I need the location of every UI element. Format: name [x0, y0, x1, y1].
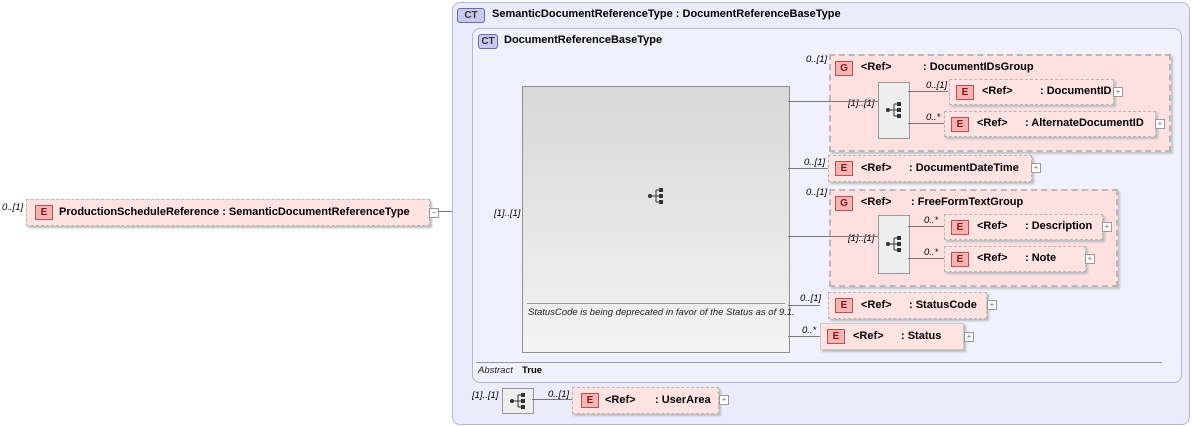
element-note[interactable]: E <Ref> : Note — [944, 246, 1086, 272]
element-badge: E — [951, 220, 969, 235]
group-ref: <Ref> — [861, 196, 892, 208]
element-occurrence: 0..[1] — [804, 157, 826, 168]
element-occurrence: 0..[1] — [926, 80, 948, 91]
group-badge: G — [835, 196, 853, 211]
element-name: : UserArea — [655, 394, 711, 406]
element-status-code[interactable]: E <Ref> : StatusCode — [828, 292, 987, 319]
element-occurrence: 0..* — [802, 325, 817, 336]
group-occurrence: 0..[1] — [806, 187, 828, 198]
element-name: : DocumentID — [1040, 85, 1112, 97]
expand-icon[interactable]: + — [1155, 119, 1165, 129]
expand-icon[interactable]: + — [719, 395, 729, 405]
element-name: : Note — [1025, 252, 1057, 264]
abstract-label: Abstract — [478, 365, 513, 376]
element-ref: <Ref> — [977, 117, 1008, 129]
element-occurrence: 0..[1] — [800, 293, 822, 304]
element-ref: <Ref> — [853, 330, 884, 342]
root-occurrence: 0..[1] — [2, 202, 24, 213]
expand-icon[interactable]: + — [1113, 87, 1123, 97]
element-occurrence: 0..* — [926, 112, 941, 123]
inner-type-title: DocumentReferenceBaseType — [504, 34, 663, 46]
sequence-icon — [510, 393, 525, 409]
element-badge: E — [956, 85, 974, 100]
expand-icon[interactable]: + — [964, 332, 974, 342]
element-document-date-time[interactable]: E <Ref> : DocumentDateTime — [828, 155, 1032, 182]
element-occurrence: 0..* — [924, 215, 939, 226]
complex-type-badge: CT — [478, 34, 498, 49]
element-name: : AlternateDocumentID — [1025, 117, 1144, 129]
group-sequence-occurrence: [1]..[1] — [848, 98, 875, 109]
documentation-text: StatusCode is being deprecated in favor … — [528, 307, 795, 318]
element-name: : Description — [1025, 220, 1093, 232]
expand-icon[interactable]: + — [1102, 222, 1112, 232]
element-ref: <Ref> — [605, 394, 636, 406]
element-name: : DocumentDateTime — [909, 162, 1019, 174]
element-status[interactable]: E <Ref> : Status — [820, 323, 964, 350]
expand-icon[interactable]: + — [987, 300, 997, 310]
element-badge: E — [35, 205, 53, 220]
outer-sequence-compositor[interactable] — [502, 388, 534, 414]
root-element-label: ProductionScheduleReference : SemanticDo… — [59, 206, 410, 218]
element-name: : Status — [901, 330, 942, 342]
complex-type-badge: CT — [457, 8, 485, 23]
group-sequence-occurrence: [1]..[1] — [848, 233, 875, 244]
group-sequence-compositor[interactable] — [878, 215, 910, 274]
group-ref: <Ref> — [861, 61, 892, 73]
group-sequence-compositor[interactable] — [878, 82, 910, 139]
element-user-area[interactable]: E <Ref> : UserArea — [572, 387, 719, 414]
group-occurrence: 0..[1] — [806, 54, 828, 65]
sequence-occurrence: [1]..[1] — [472, 390, 499, 401]
element-badge: E — [835, 161, 853, 176]
expand-icon[interactable]: + — [1085, 254, 1095, 264]
element-occurrence: 0..[1] — [548, 389, 570, 400]
collapse-icon[interactable]: − — [429, 208, 439, 218]
element-badge: E — [835, 298, 853, 313]
element-badge: E — [581, 393, 599, 408]
group-name: : DocumentIDsGroup — [923, 61, 1034, 73]
element-ref: <Ref> — [861, 162, 892, 174]
element-occurrence: 0..* — [924, 247, 939, 258]
element-badge: E — [951, 252, 969, 267]
sequence-compositor[interactable]: StatusCode is being deprecated in favor … — [522, 86, 795, 353]
element-description[interactable]: E <Ref> : Description — [944, 214, 1103, 240]
element-badge: E — [951, 117, 969, 132]
abstract-value: True — [522, 365, 543, 376]
group-badge: G — [835, 61, 853, 76]
element-ref: <Ref> — [861, 299, 892, 311]
expand-icon[interactable]: + — [1031, 163, 1041, 173]
element-badge: E — [827, 329, 845, 344]
element-ref: <Ref> — [977, 220, 1008, 232]
outer-type-title: SemanticDocumentReferenceType : Document… — [492, 8, 841, 20]
element-ref: <Ref> — [977, 252, 1008, 264]
element-ref: <Ref> — [982, 85, 1013, 97]
element-name: : StatusCode — [909, 299, 977, 311]
group-name: : FreeFormTextGroup — [911, 196, 1024, 208]
sequence-icon — [886, 102, 901, 118]
sequence-icon — [648, 188, 663, 204]
root-element[interactable]: E ProductionScheduleReference : Semantic… — [26, 199, 430, 226]
sequence-icon — [886, 236, 901, 252]
element-alternate-document-id[interactable]: E <Ref> : AlternateDocumentID — [944, 111, 1156, 137]
element-document-id[interactable]: E <Ref> : DocumentID — [949, 79, 1114, 105]
sequence-occurrence: [1]..[1] — [494, 208, 521, 219]
